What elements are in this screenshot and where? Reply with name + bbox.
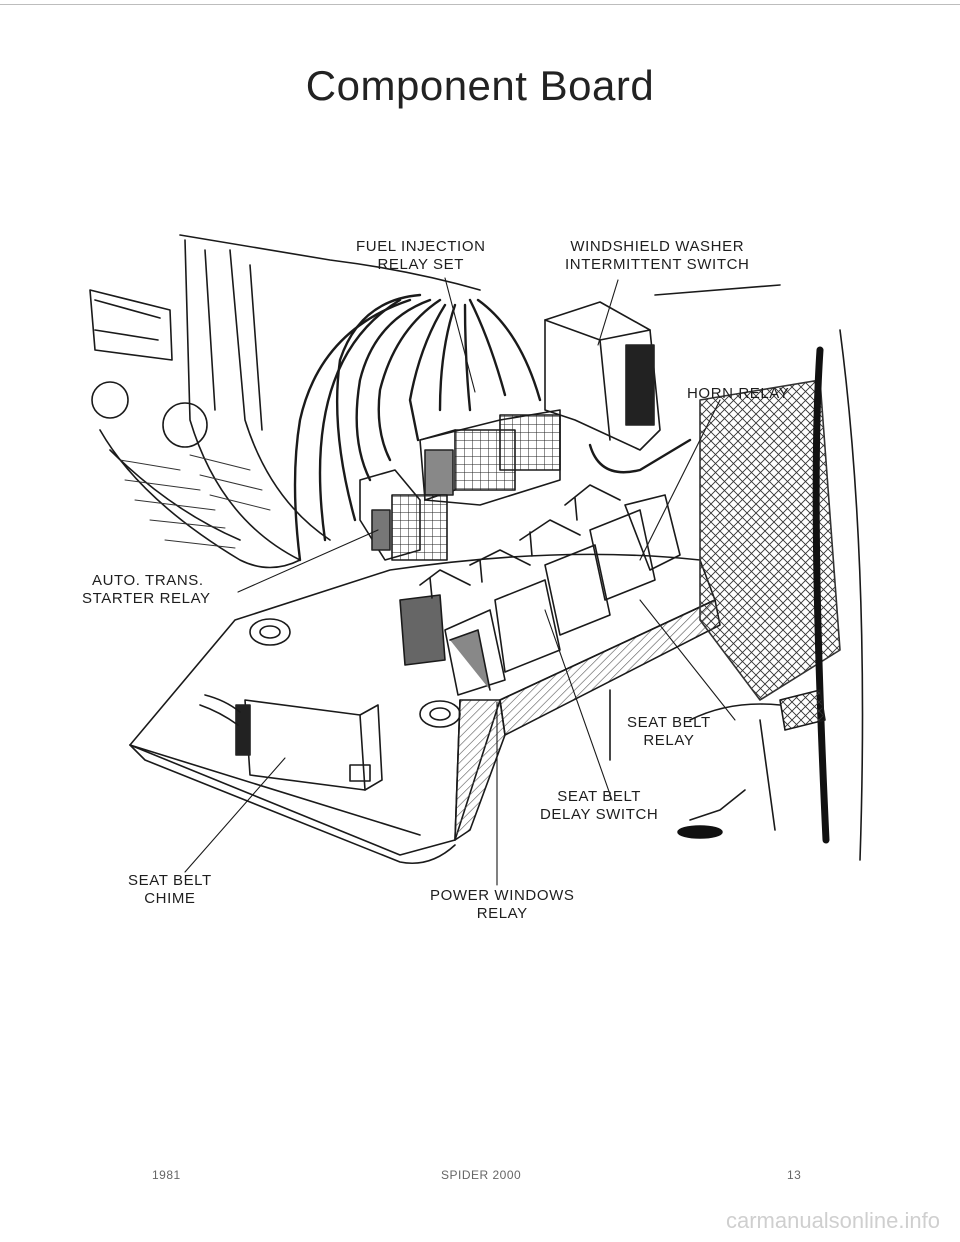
label-line: RELAY [643,732,695,749]
footer-year: 1981 [152,1168,181,1182]
label-line: RELAY SET [377,256,465,273]
label-line: STARTER RELAY [82,590,211,607]
label-line: POWER WINDOWS [430,887,575,904]
label-horn-relay: HORN RELAY [687,385,789,403]
label-line: AUTO. TRANS. [92,572,204,589]
label-line: SEAT BELT [128,872,212,889]
footer-page-number: 13 [787,1168,802,1182]
label-line: DELAY SWITCH [540,806,659,823]
label-power-windows-relay: POWER WINDOWS RELAY [430,887,574,923]
fuel-injection-relays [419,409,561,506]
washer-module [544,284,781,451]
label-auto-trans-starter-relay: AUTO. TRANS. STARTER RELAY [82,572,211,608]
label-line: HORN RELAY [687,385,790,402]
scan-edge-line [0,4,960,5]
relay-cubes [399,484,681,696]
leader-lines [184,277,736,886]
label-fuel-injection-relay-set: FUEL INJECTION RELAY SET [356,238,486,274]
component-board [129,553,721,864]
starter-relay [359,469,448,561]
label-line: CHIME [144,890,196,907]
page-title: Component Board [305,62,655,109]
dashboard-frame [89,234,481,569]
firewall-area [609,329,864,861]
dashboard-hatching [119,454,271,549]
label-line: WINDSHIELD WASHER [570,238,745,255]
label-line: RELAY [476,905,528,922]
label-seat-belt-delay-switch: SEAT BELT DELAY SWITCH [540,788,658,824]
label-seat-belt-chime: SEAT BELT CHIME [128,872,212,908]
label-line: FUEL INJECTION [356,238,486,255]
label-line: SEAT BELT [557,788,642,805]
footer-model: SPIDER 2000 [441,1168,522,1182]
label-seat-belt-relay: SEAT BELT RELAY [627,714,711,750]
watermark: carmanualsonline.info [725,1208,940,1233]
wire-harness [293,293,692,562]
label-line: INTERMITTENT SWITCH [565,256,750,273]
label-windshield-washer-switch: WINDSHIELD WASHER INTERMITTENT SWITCH [565,238,749,274]
seat-belt-chime-module [199,694,383,791]
label-line: SEAT BELT [627,714,711,731]
